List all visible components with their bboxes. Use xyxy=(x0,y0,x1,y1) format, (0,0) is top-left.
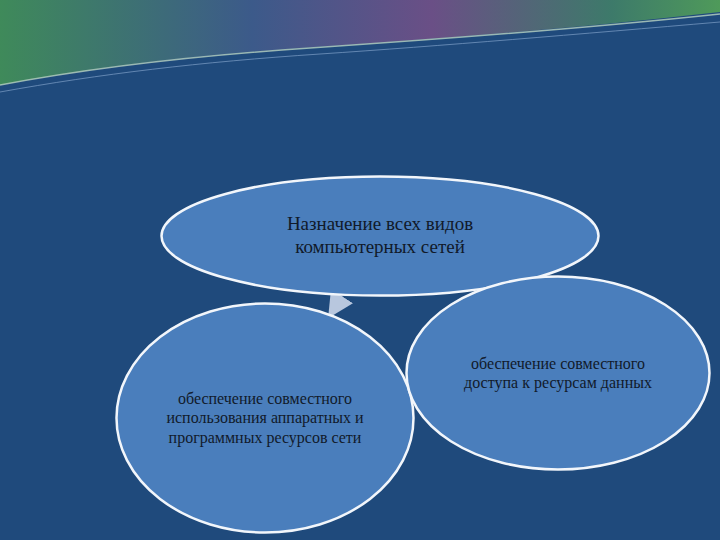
top-wave-band xyxy=(0,0,720,85)
node-text-holder: обеспечение совместного доступа к ресурс… xyxy=(405,275,711,471)
wave-line xyxy=(0,22,720,92)
node-label: обеспечение совместного доступа к ресурс… xyxy=(453,354,663,392)
node-text-column: Назначение всех видов компьютерных сетей xyxy=(255,213,505,259)
cycle-arrow xyxy=(331,296,342,314)
node-text-column: обеспечение совместного использования ап… xyxy=(149,389,381,447)
ellipse-node: обеспечение совместного доступа к ресурс… xyxy=(405,275,711,471)
node-text-holder: обеспечение совместного использования ап… xyxy=(115,302,415,534)
wave-line xyxy=(0,14,720,85)
node-label: обеспечение совместного использования ап… xyxy=(149,389,381,447)
ellipse-shape xyxy=(407,277,710,470)
node-label: Назначение всех видов компьютерных сетей xyxy=(255,213,505,259)
ellipse-shape xyxy=(117,304,414,533)
node-text-column: обеспечение совместного доступа к ресурс… xyxy=(453,354,663,392)
ellipse-node: обеспечение совместного использования ап… xyxy=(115,302,415,534)
ellipse-outline xyxy=(405,275,711,471)
